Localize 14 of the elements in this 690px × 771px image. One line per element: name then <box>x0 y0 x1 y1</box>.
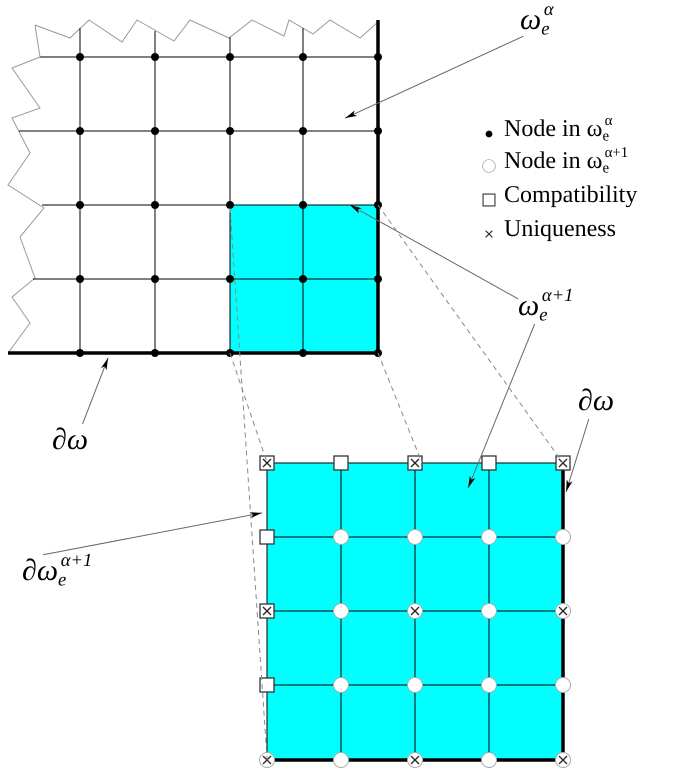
projection-line <box>230 207 268 761</box>
leader-line <box>42 512 263 556</box>
leader-line <box>82 357 109 424</box>
projection-line <box>378 204 564 464</box>
leader-line <box>349 204 518 300</box>
refined-patch-region <box>230 205 378 353</box>
legend-text: Compatibility <box>504 182 638 208</box>
projection-line <box>378 352 422 464</box>
leader-line <box>344 36 524 119</box>
leader-line <box>468 324 536 489</box>
legend-text: Uniqueness <box>504 216 616 242</box>
math-label: ∂ω <box>578 383 614 419</box>
math-label: ∂ω <box>52 422 88 458</box>
leader-line <box>566 418 590 492</box>
